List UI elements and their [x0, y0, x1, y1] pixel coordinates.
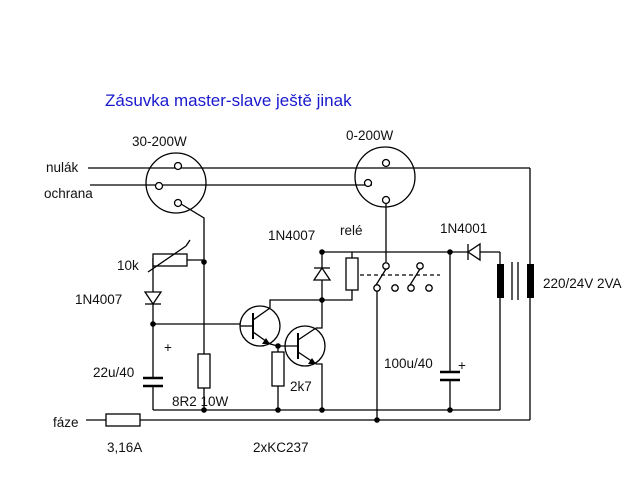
transistor-2	[278, 325, 326, 367]
cap-right-plus: +	[458, 358, 466, 373]
capacitor-right	[440, 370, 460, 410]
fuse-label: 3,16A	[107, 440, 142, 455]
resistor-8r2	[197, 353, 211, 389]
collector-wire-1	[269, 299, 322, 308]
diode-top	[312, 252, 332, 300]
transformer-label: 220/24V 2VA	[543, 276, 622, 291]
cap-left-plus: +	[164, 340, 172, 355]
diagram-title: Zásuvka master-slave ještě jinak	[105, 91, 352, 110]
neutral-line	[88, 167, 531, 270]
transistors-label: 2xKC237	[253, 440, 309, 455]
junction-dots	[150, 249, 453, 423]
neutral-label: nulák	[46, 160, 79, 175]
potentiometer-10k	[147, 239, 204, 273]
master-pin-wire	[180, 203, 205, 258]
relay-contacts	[360, 262, 440, 292]
master-socket-label: 30-200W	[132, 134, 187, 149]
resistor-2k7	[271, 351, 285, 387]
master-socket	[145, 152, 207, 214]
slave-socket	[354, 146, 416, 208]
fuse	[105, 413, 141, 427]
diode-right-label: 1N4001	[440, 221, 487, 236]
cap-left-label: 22u/40	[93, 365, 134, 380]
diode-top-label: 1N4007	[268, 228, 315, 243]
phase-line	[86, 413, 530, 427]
relay-coil	[345, 252, 359, 291]
phase-label: fáze	[53, 415, 79, 430]
pot-label: 10k	[117, 258, 139, 273]
transformer	[497, 252, 534, 420]
diode-right	[450, 242, 500, 262]
slave-socket-label: 0-200W	[346, 128, 394, 143]
emitter-2-wire	[316, 363, 323, 410]
protective-label: ochrana	[44, 186, 93, 201]
diode-left	[143, 291, 163, 306]
capacitor-left	[143, 376, 163, 396]
transistor-1	[239, 305, 281, 347]
relay-label: relé	[340, 223, 363, 238]
diode-left-label: 1N4007	[75, 292, 122, 307]
resistor-2k7-label: 2k7	[290, 379, 312, 394]
resistor-power-label: 8R2 10W	[172, 394, 229, 409]
cap-right-label: 100u/40	[384, 356, 433, 371]
